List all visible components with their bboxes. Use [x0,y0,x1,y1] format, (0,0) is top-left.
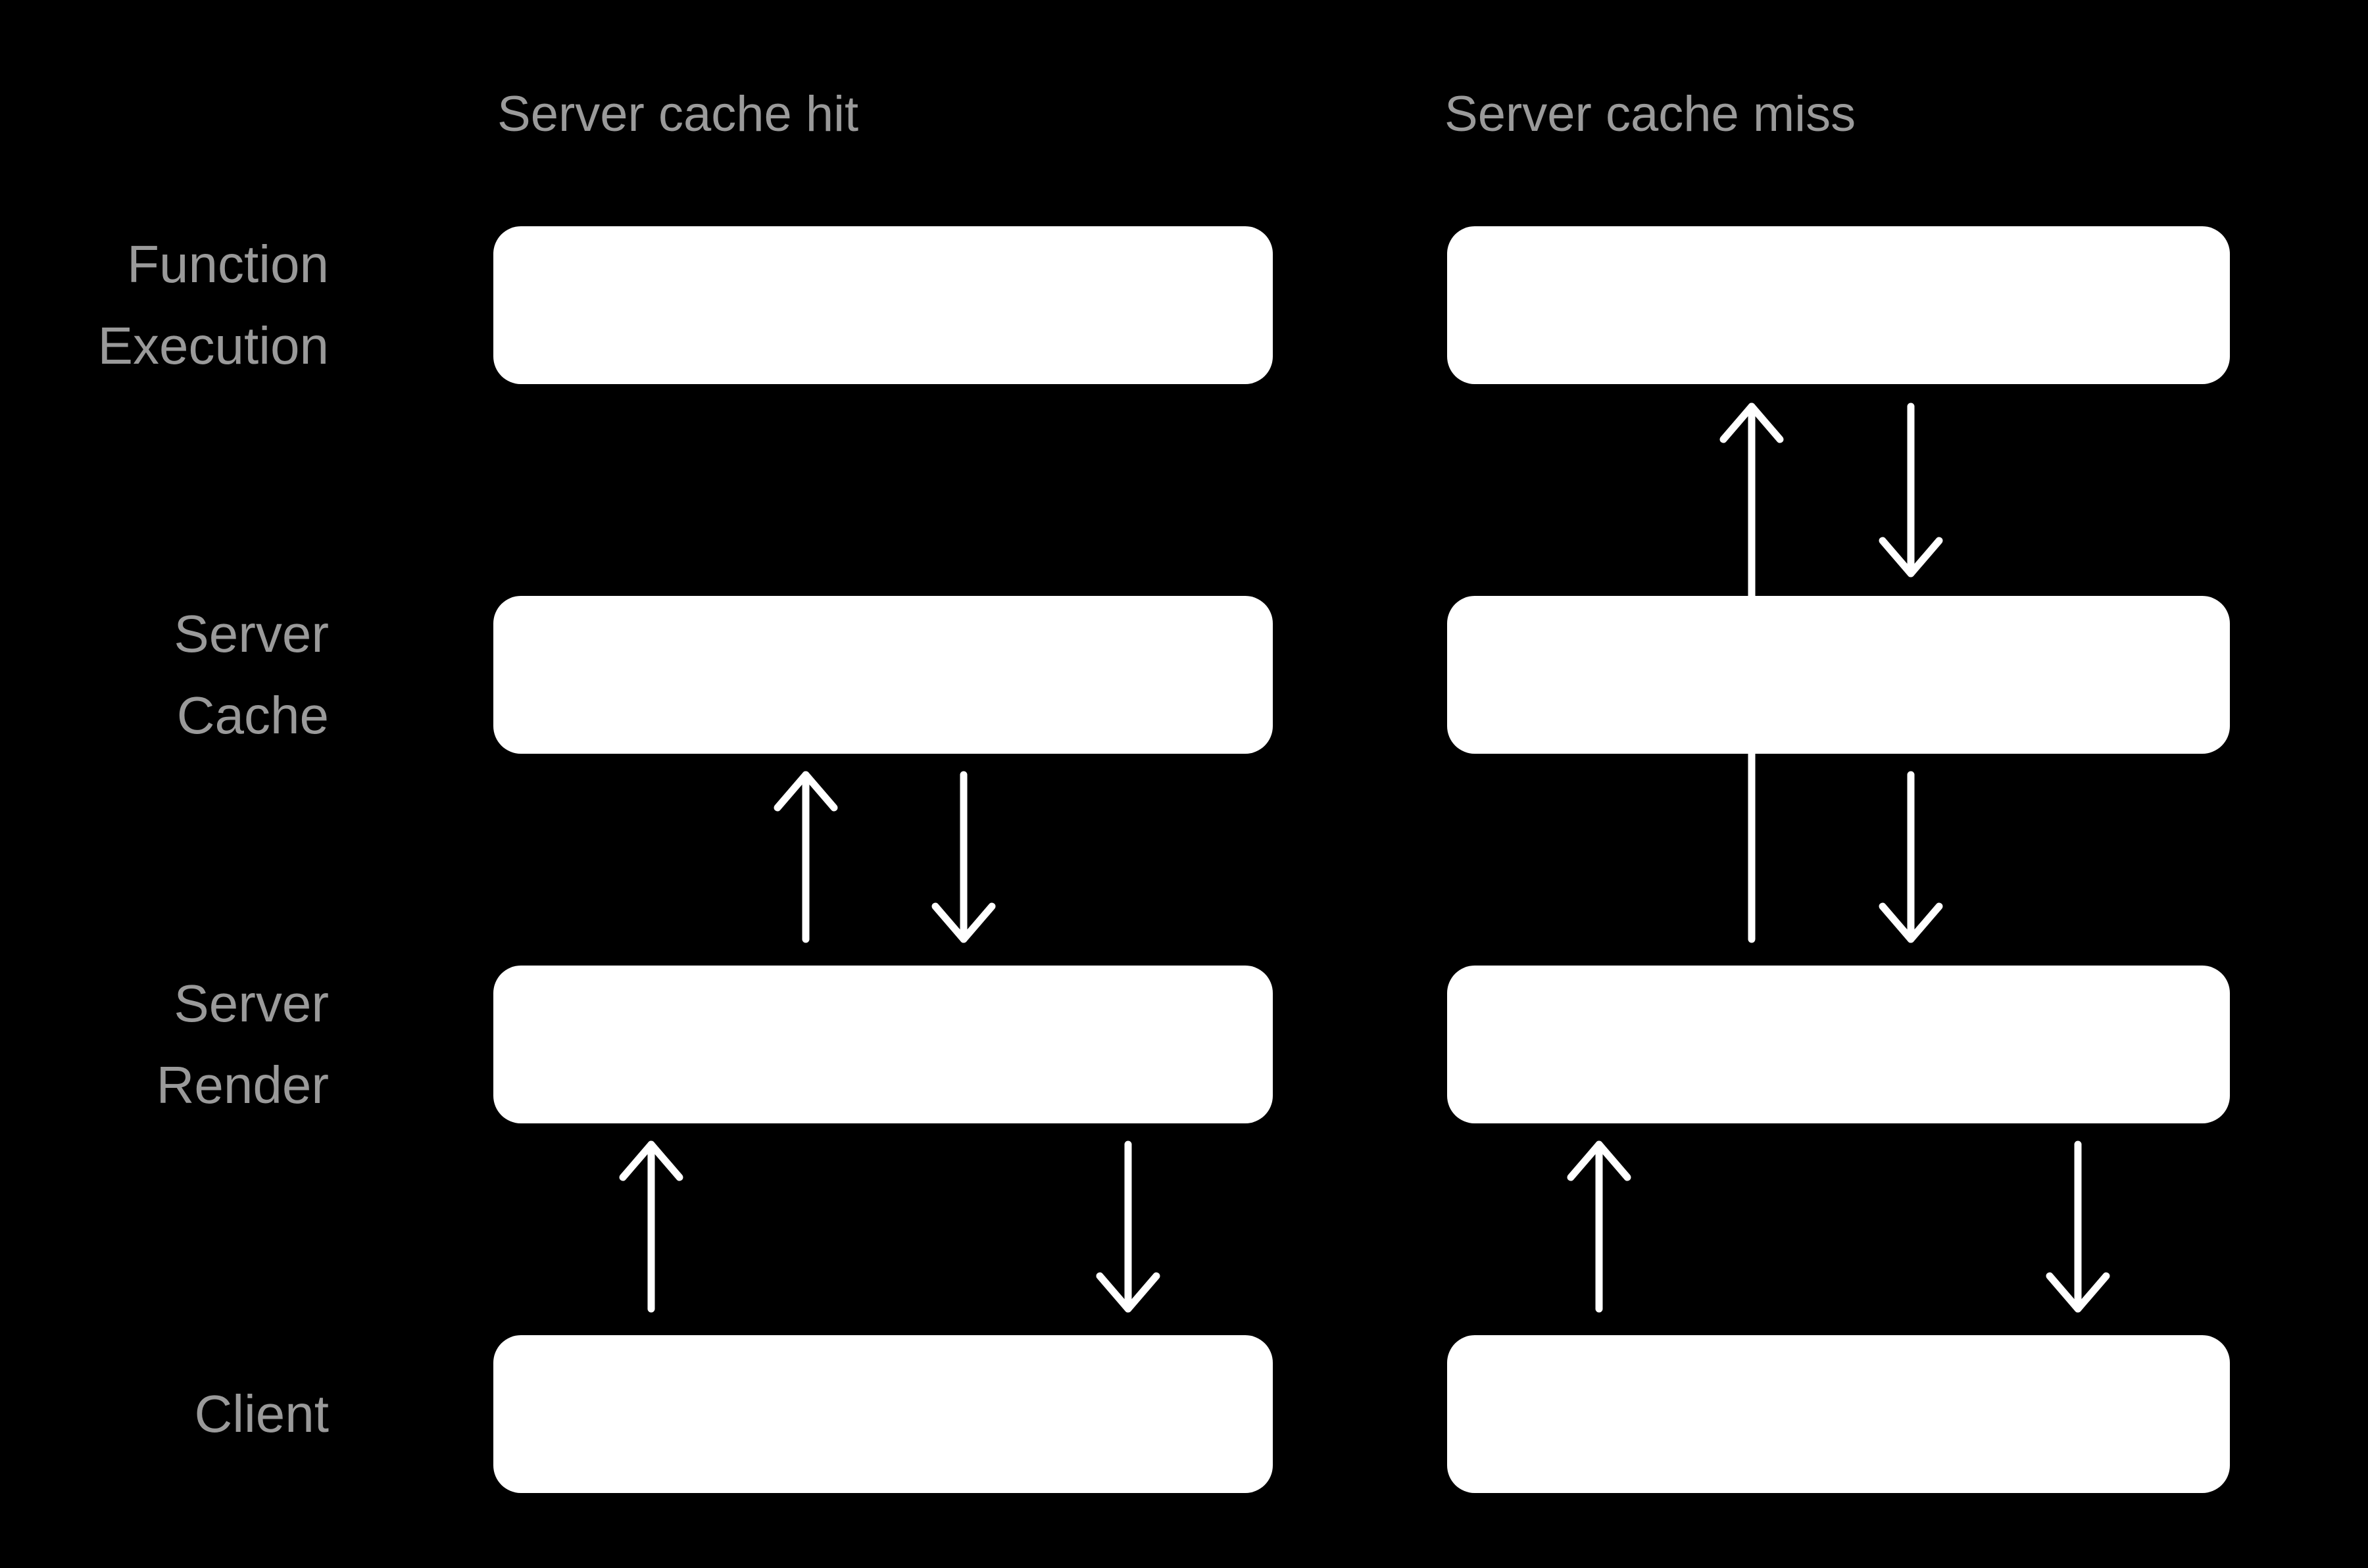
node-miss-server-cache [1447,596,2230,754]
arrow-down-hit-render-to-client-icon [1096,1140,1160,1313]
node-hit-server-cache [493,596,1273,754]
node-miss-client [1447,1335,2230,1493]
column-title-server-cache-miss: Server cache miss [1444,86,1856,142]
arrow-up-hit-render-to-cache-icon [774,771,838,943]
row-label-client: Client [0,1373,329,1455]
row-label-server-render: Server Render [0,963,329,1126]
column-title-server-cache-hit: Server cache hit [497,86,859,142]
row-label-server-cache: Server Cache [0,593,329,756]
arrow-down-miss-render-to-client-icon [2046,1140,2110,1313]
node-hit-server-render [493,966,1273,1123]
arrow-up-miss-client-to-render-icon [1567,1140,1631,1313]
node-miss-function-execution [1447,226,2230,384]
node-hit-client [493,1335,1273,1493]
row-label-line: Execution [97,316,329,375]
row-label-line: Function [127,235,329,293]
row-label-line: Cache [176,686,329,745]
row-label-line: Server [174,974,329,1033]
arrow-down-miss-cache-to-render-icon [1879,771,1943,943]
row-label-function-execution: Function Execution [0,224,329,387]
arrow-up-hit-client-to-render-icon [619,1140,683,1313]
arrow-down-miss-function-to-cache-icon [1879,403,1943,577]
node-hit-function-execution [493,226,1273,384]
arrow-down-hit-cache-to-render-icon [931,771,996,943]
row-label-line: Server [174,604,329,663]
node-miss-server-render [1447,966,2230,1123]
row-label-line: Render [156,1056,329,1114]
row-label-line: Client [194,1384,329,1443]
